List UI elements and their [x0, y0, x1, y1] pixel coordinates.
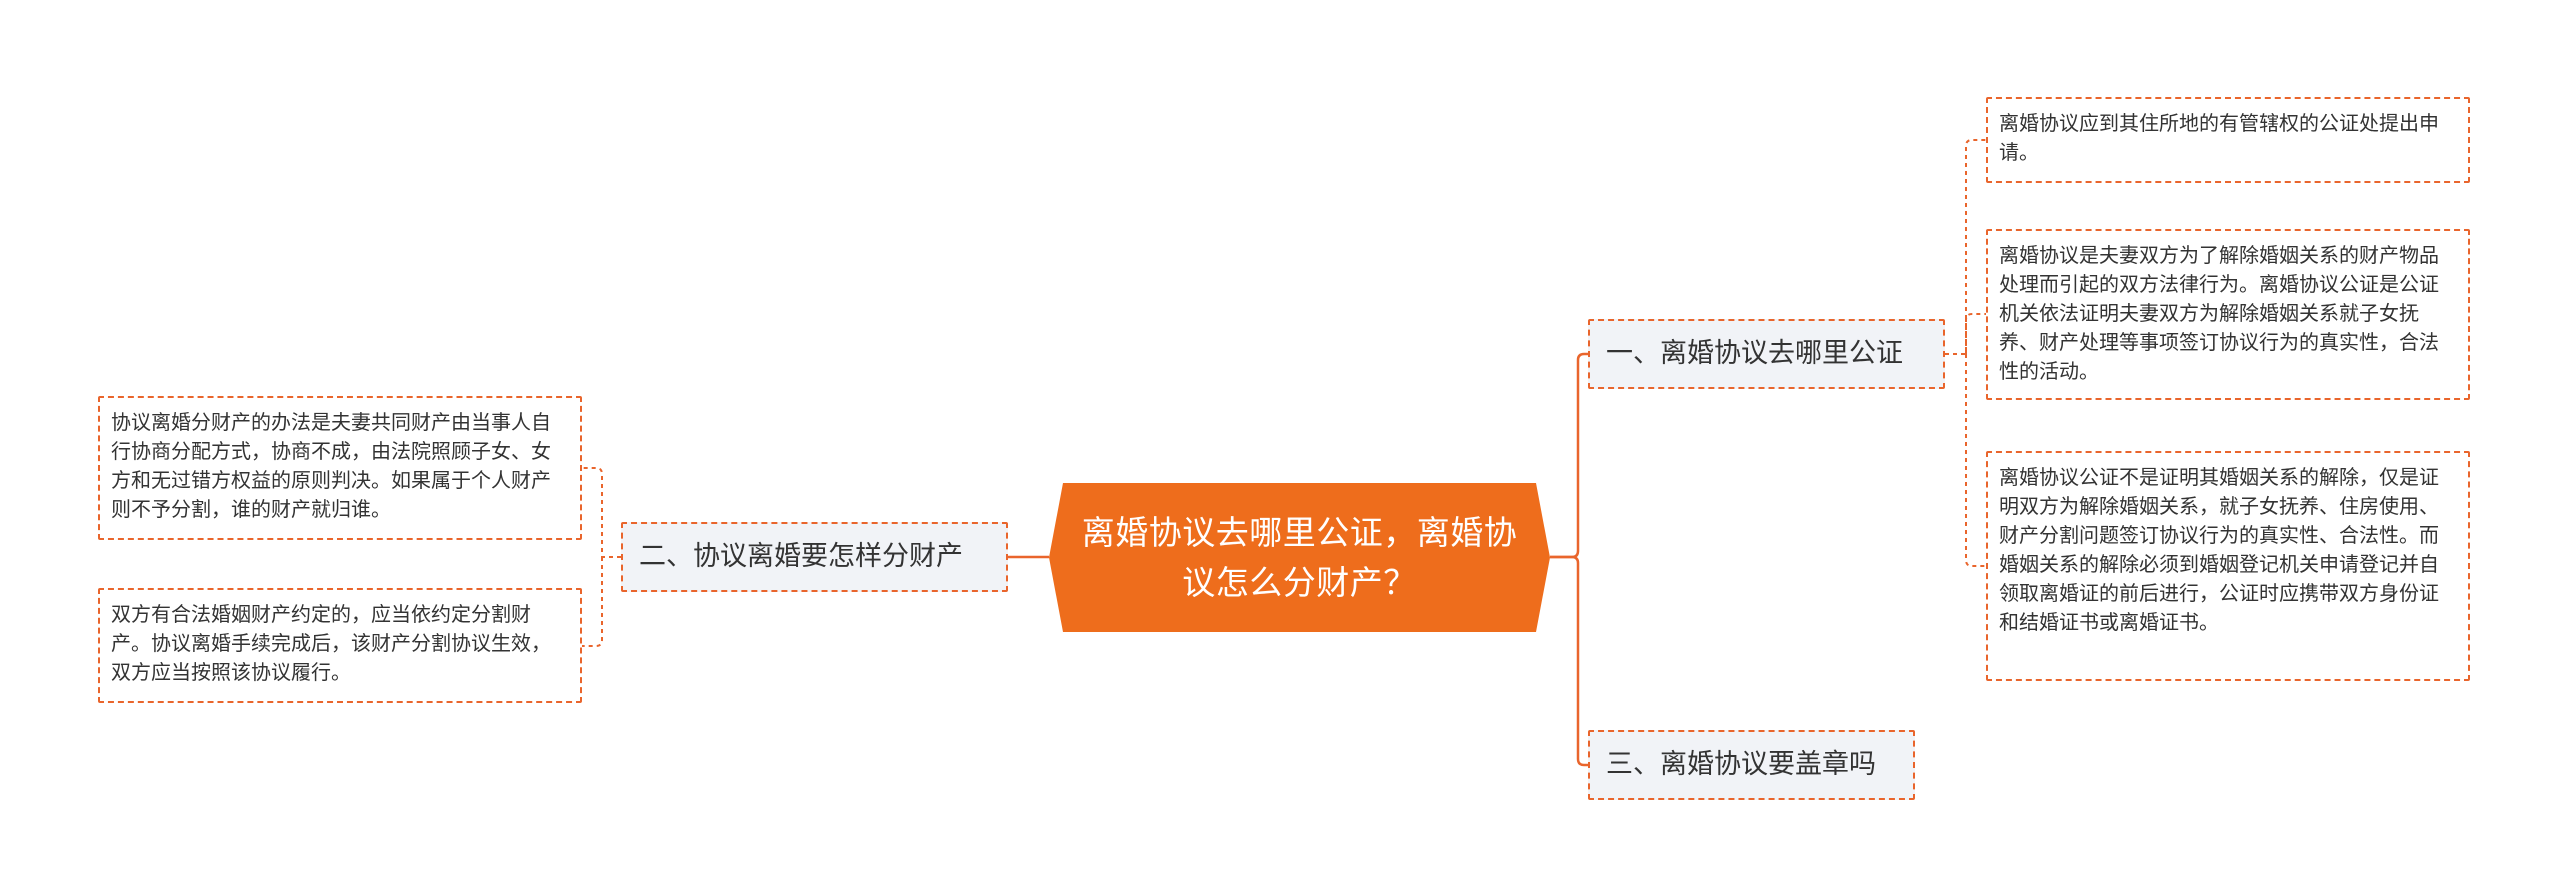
connector-branch-1-leaf-3 [1965, 354, 1986, 567]
branch-topic-3[interactable]: 三、离婚协议要盖章吗 [1588, 730, 1915, 800]
branch-label: 三、离婚协议要盖章吗 [1606, 749, 1876, 780]
root-topic[interactable]: 离婚协议去哪里公证，离婚协议怎么分财产？ [1049, 483, 1550, 632]
leaf-text: 离婚协议是夫妻双方为了解除婚姻关系的财产物品处理而引起的双方法律行为。离婚协议公… [1999, 243, 2439, 383]
leaf-text: 离婚协议应到其住所地的有管辖权的公证处提出申请。 [1999, 111, 2439, 164]
connector-root-branch-1 [1550, 352, 1588, 559]
leaf-text: 协议离婚分财产的办法是夫妻共同财产由当事人自行协商分配方式，协商不成，由法院照顾… [111, 410, 551, 521]
connector-branch-2-leaf-1 [582, 467, 621, 558]
connector-branch-2-leaf-2 [582, 557, 603, 647]
leaf-topic-2-1[interactable]: 协议离婚分财产的办法是夫妻共同财产由当事人自行协商分配方式，协商不成，由法院照顾… [98, 396, 582, 540]
leaf-text: 双方有合法婚姻财产约定的，应当依约定分割财产。协议离婚手续完成后，该财产分割协议… [111, 602, 551, 684]
root-shape [1049, 483, 1550, 632]
connector-root-branch-3 [1550, 555, 1588, 767]
leaf-topic-2-2[interactable]: 双方有合法婚姻财产约定的，应当依约定分割财产。协议离婚手续完成后，该财产分割协议… [98, 588, 582, 703]
connector-branch-1-leaf-2 [1965, 313, 1986, 354]
leaf-topic-1-1[interactable]: 离婚协议应到其住所地的有管辖权的公证处提出申请。 [1986, 97, 2470, 183]
branch-topic-1[interactable]: 一、离婚协议去哪里公证 [1588, 319, 1945, 389]
root-title: 离婚协议去哪里公证，离婚协议怎么分财产？ [1081, 512, 1518, 602]
branch-label: 一、离婚协议去哪里公证 [1606, 338, 1903, 369]
leaf-topic-1-3[interactable]: 离婚协议公证不是证明其婚姻关系的解除，仅是证明双方为解除婚姻关系，就子女抚养、住… [1986, 451, 2470, 681]
connector-branch-1-leaf-1 [1945, 139, 1986, 355]
branch-topic-2[interactable]: 二、协议离婚要怎样分财产 [621, 522, 1008, 592]
leaf-topic-1-2[interactable]: 离婚协议是夫妻双方为了解除婚姻关系的财产物品处理而引起的双方法律行为。离婚协议公… [1986, 229, 2470, 400]
leaf-text: 离婚协议公证不是证明其婚姻关系的解除，仅是证明双方为解除婚姻关系，就子女抚养、住… [1999, 465, 2439, 634]
branch-label: 二、协议离婚要怎样分财产 [639, 541, 963, 572]
